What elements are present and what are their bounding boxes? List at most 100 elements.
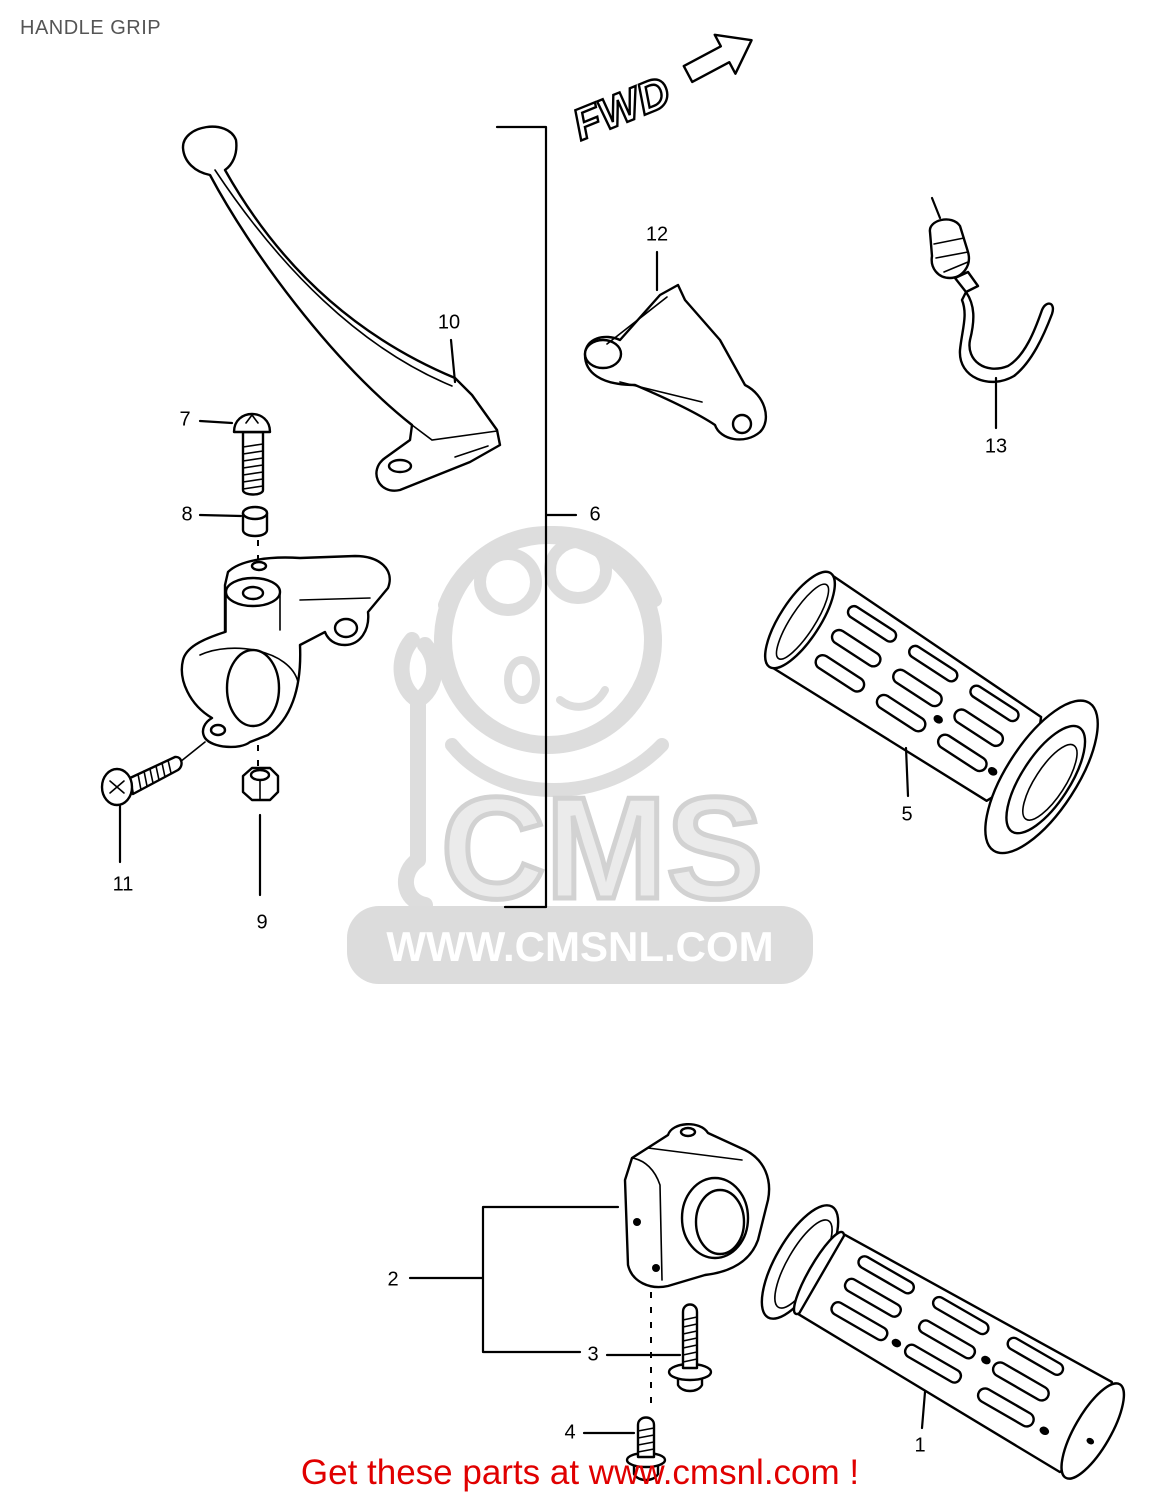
- screw-11-threads: [137, 759, 172, 791]
- screw-7-head: [232, 412, 272, 434]
- bracket-6-line: [495, 125, 578, 909]
- grip-1-end-hole: [1086, 1437, 1095, 1445]
- watermark-goggle-right: [544, 536, 612, 604]
- grip-5-slot: [814, 653, 866, 693]
- watermark-goggle-left: [474, 548, 542, 616]
- cable-barrel-ridges: [933, 237, 969, 273]
- grip-5-slot: [830, 628, 882, 668]
- fwd-arrow-icon: [682, 33, 753, 84]
- holder-pivot-hole: [333, 617, 359, 639]
- screw-7-shank: [241, 430, 265, 496]
- leader-line-7: [198, 419, 234, 425]
- grip-5-slot: [908, 644, 959, 683]
- screw-4-threads: [637, 1427, 655, 1453]
- callout-5: 5: [901, 803, 912, 825]
- watermark-collar: [445, 738, 669, 797]
- grip-1-slot: [991, 1361, 1050, 1402]
- screw-part-7: 7: [179, 408, 272, 496]
- nut-9-hole: [249, 768, 271, 782]
- housing-boss-hole: [679, 1126, 697, 1138]
- watermark-logo: CMS WWW.CMSNL.COM: [347, 526, 813, 984]
- watermark-wrench: [393, 632, 443, 913]
- adjuster-hole: [731, 413, 753, 435]
- callout-2: 2: [387, 1268, 398, 1290]
- grip-1-slot: [976, 1387, 1035, 1428]
- grip-1-dot: [891, 1338, 902, 1348]
- callout-6: 6: [589, 503, 600, 525]
- lever-ridge: [214, 169, 498, 441]
- lever-pivot-hole: [387, 458, 413, 474]
- grip-5-bore: [1022, 743, 1078, 821]
- holder-tab-hole: [209, 723, 227, 737]
- callout-8: 8: [181, 503, 192, 525]
- leader-line-1: [920, 1390, 927, 1430]
- adjuster-ridges: [606, 296, 703, 403]
- grip-5-left-end-inner: [775, 583, 830, 660]
- cable-barrel: [928, 218, 971, 280]
- grip-1-slot: [830, 1300, 889, 1342]
- lever-part-10: 10: [181, 125, 502, 492]
- housing-bore-inner: [694, 1188, 746, 1256]
- screw-11-axis: [179, 741, 206, 763]
- holder-clamp-hole: [225, 648, 281, 728]
- grip-1-slot: [917, 1319, 977, 1360]
- screw-7-threads: [242, 443, 264, 490]
- leader-line-10: [449, 338, 457, 384]
- grip-5-flange-inner: [1005, 724, 1087, 835]
- grip-5-slot: [892, 668, 943, 708]
- grip-5-dot: [933, 714, 943, 724]
- throttle-grip-part-1: 1: [760, 1204, 1126, 1480]
- grip-1-dot: [1039, 1426, 1050, 1436]
- grip-5-slot: [846, 604, 898, 643]
- assembly-bracket-6: 6: [495, 125, 601, 909]
- cable-hook: [958, 290, 1055, 384]
- grip-1-dot: [981, 1355, 991, 1365]
- grip-1-slot: [903, 1343, 963, 1384]
- callout-13: 13: [985, 435, 1007, 457]
- grip-5-slot: [953, 708, 1005, 748]
- watermark-helmet: [438, 526, 662, 612]
- callout-7: 7: [179, 408, 190, 430]
- forward-direction-indicator: FWD: [565, 33, 753, 151]
- lever-holder: [180, 554, 391, 749]
- callout-1: 1: [914, 1434, 925, 1456]
- lever-slot: [454, 445, 489, 458]
- housing-edges: [631, 1147, 743, 1281]
- fwd-label: FWD: [566, 67, 677, 150]
- bracket-2-line: [408, 1205, 620, 1354]
- grip-1-slot: [857, 1255, 915, 1295]
- page-title: HANDLE GRIP: [20, 17, 162, 39]
- screw-7-head-mark: [245, 413, 259, 424]
- grip-5-slot: [969, 684, 1020, 723]
- grip-part-5: 5: [763, 570, 1099, 855]
- grip-1-end-cap: [1060, 1382, 1126, 1480]
- grip-5-dot: [987, 767, 998, 776]
- collar-8-top: [241, 505, 269, 521]
- callout-11: 11: [113, 873, 134, 895]
- grip-5-slot: [875, 693, 927, 733]
- housing-screw-hole: [652, 1264, 660, 1272]
- screw-11-head-mark: [109, 780, 125, 794]
- holder-outline: [180, 554, 391, 749]
- callout-3: 3: [587, 1343, 598, 1365]
- holder-post-hole: [241, 585, 265, 601]
- grip-1-slot: [843, 1277, 902, 1318]
- callout-10: 10: [438, 311, 460, 333]
- watermark-mouth: [556, 686, 609, 711]
- watermark-eye: [504, 656, 540, 704]
- footer-cta-link[interactable]: Get these parts at www.cmsnl.com !: [300, 1453, 860, 1492]
- cable-stub: [930, 196, 942, 220]
- watermark-url-text: WWW.CMSNL.COM: [386, 923, 773, 970]
- screw-part-4: 4: [564, 1416, 667, 1482]
- leader-line-8: [198, 513, 243, 518]
- callout-9: 9: [256, 911, 267, 933]
- holder-top-hole: [250, 560, 268, 572]
- callout-4: 4: [564, 1421, 575, 1443]
- screw-part-11: 11: [100, 741, 206, 895]
- grip-1-slot: [1006, 1336, 1065, 1377]
- cable-end-part-13: 13: [928, 196, 1055, 457]
- watermark-url-badge: [347, 906, 813, 984]
- nut-part-9: 9: [241, 745, 280, 933]
- grip-1-slot: [931, 1295, 990, 1336]
- throttle-housing-part-2: 2: [387, 1123, 771, 1412]
